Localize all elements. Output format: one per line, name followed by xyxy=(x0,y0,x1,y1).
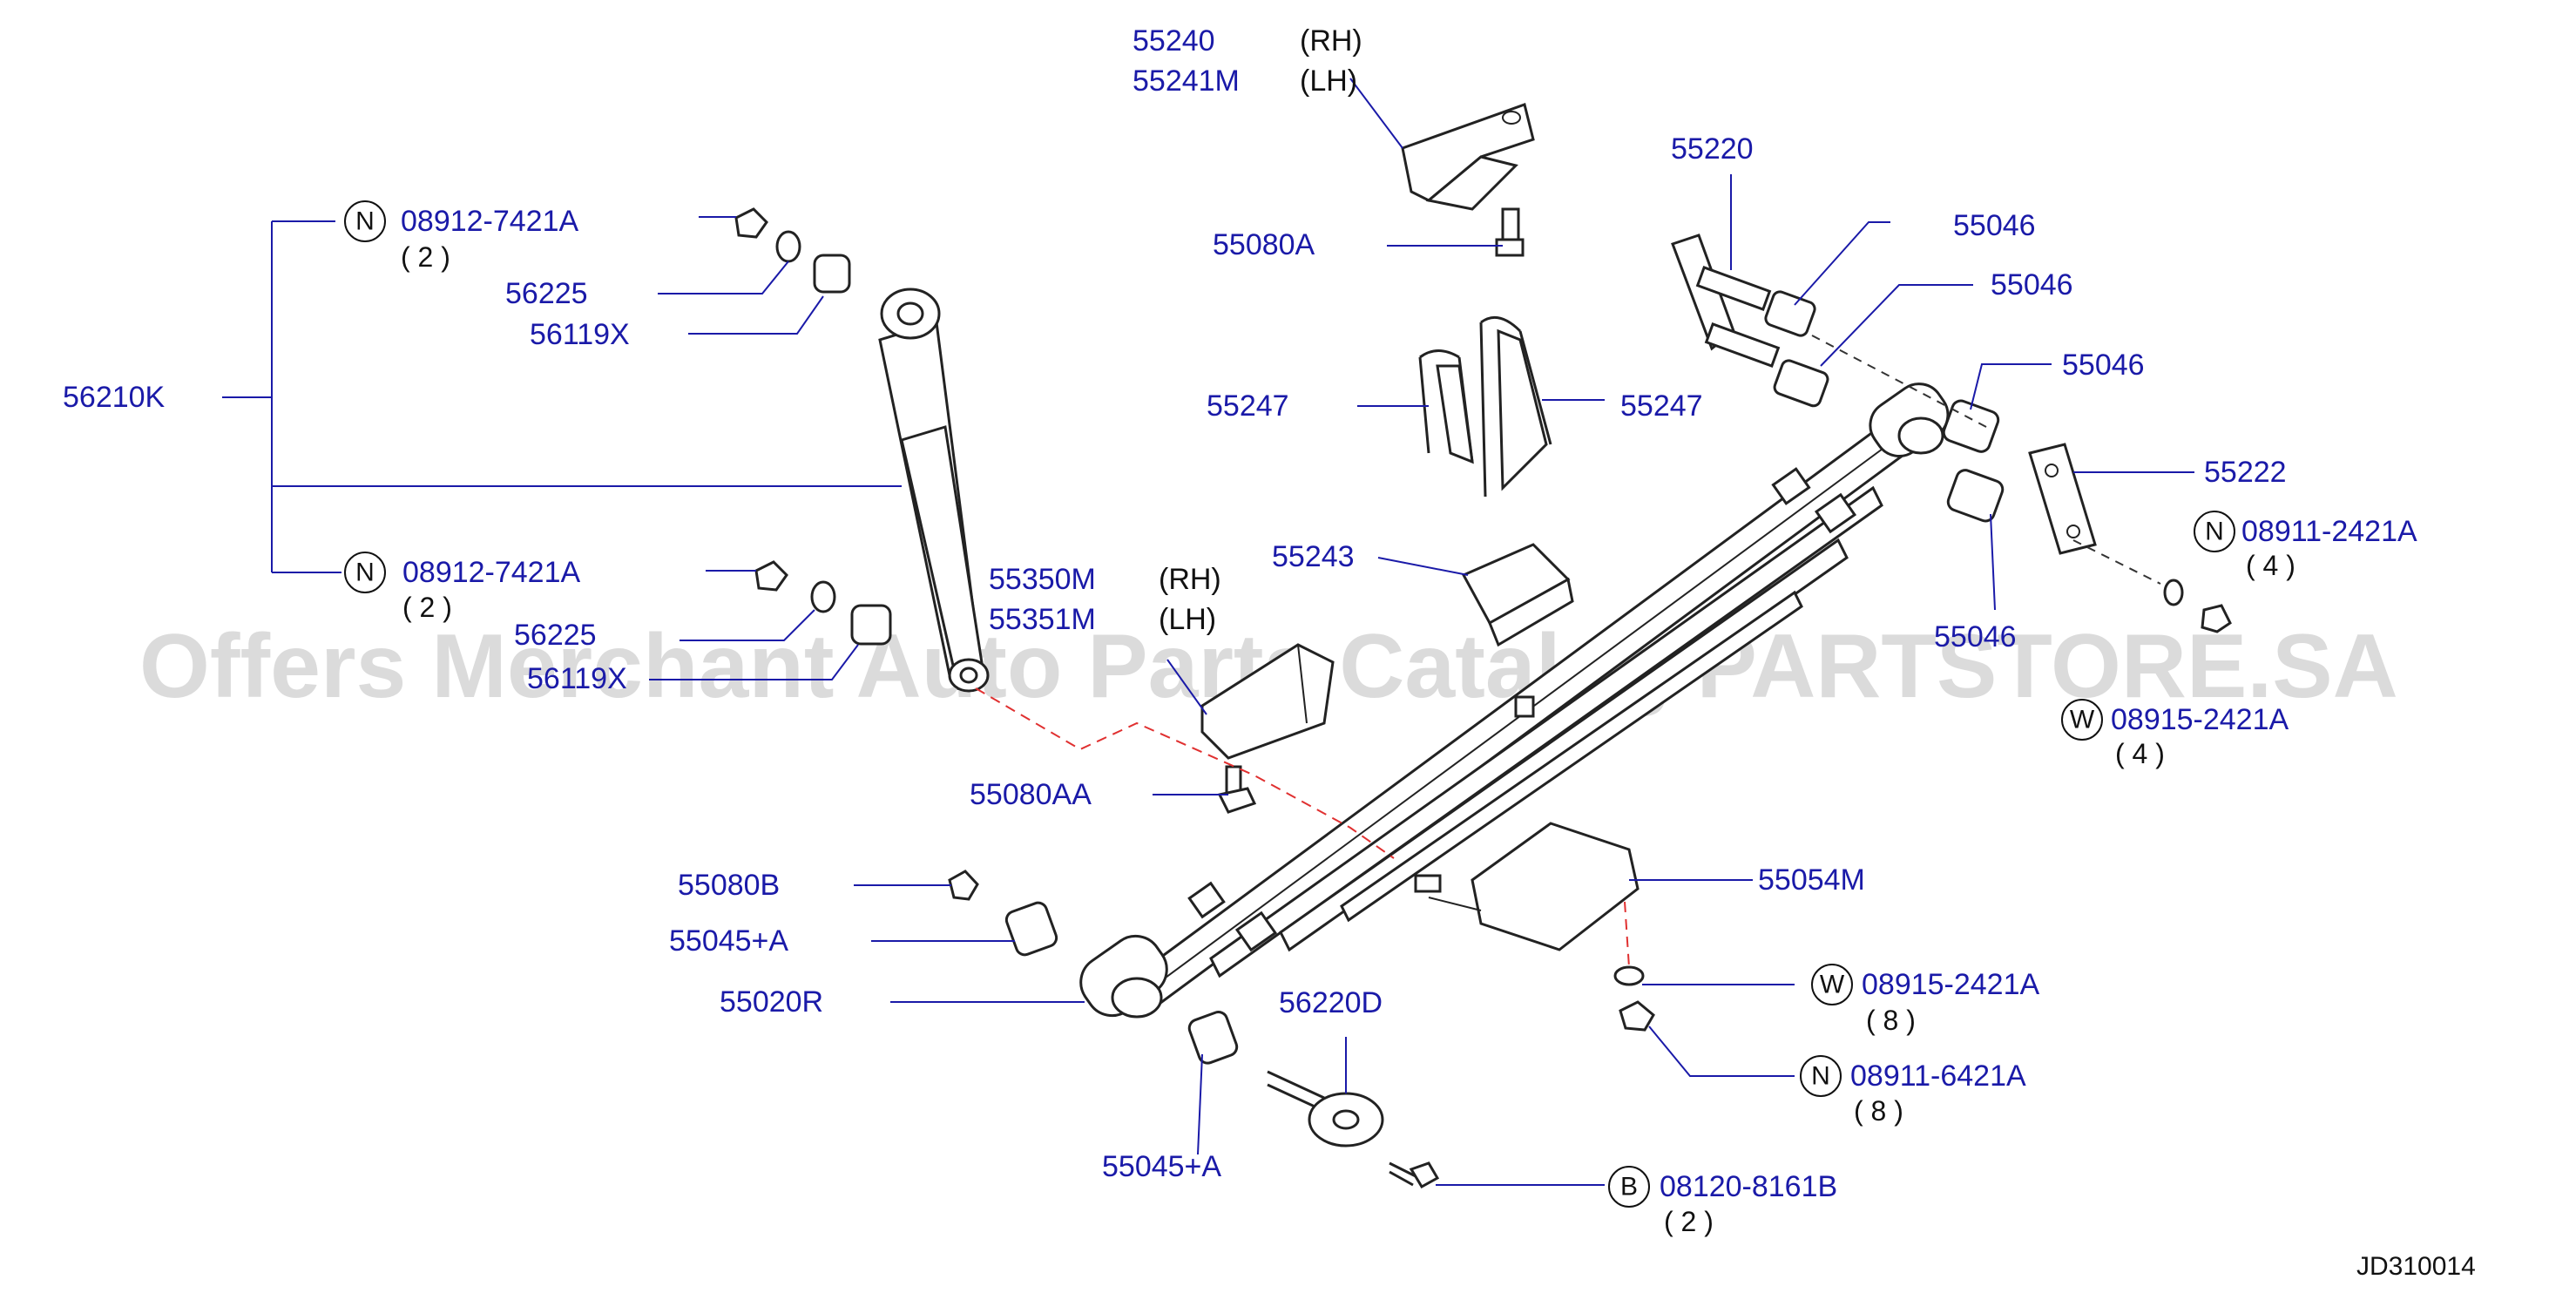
label-55046-4[interactable]: 55046 xyxy=(1934,620,2017,653)
shackle-55220[interactable] xyxy=(1671,234,1781,368)
nut-08912-bottom[interactable] xyxy=(754,560,788,592)
label-55240[interactable]: 55240 xyxy=(1132,24,1215,58)
u-bolt-55247-left[interactable] xyxy=(1418,349,1474,464)
label-56210k[interactable]: 56210K xyxy=(63,381,166,414)
label-55020r[interactable]: 55020R xyxy=(720,985,823,1019)
label-55080a[interactable]: 55080A xyxy=(1213,228,1315,261)
bushing-55045a-2[interactable] xyxy=(1187,1010,1239,1066)
label-55222[interactable]: 55222 xyxy=(2204,456,2287,489)
bracket-55350m[interactable] xyxy=(1200,643,1335,760)
bushing-55046-2[interactable] xyxy=(1773,359,1829,408)
qty-4b: ( 4 ) xyxy=(2115,738,2165,769)
circle-letter-n-shock-top: N xyxy=(344,200,386,242)
label-55080aa[interactable]: 55080AA xyxy=(970,778,1092,811)
svg-text:W: W xyxy=(1820,971,1845,999)
label-55045a-1[interactable]: 55045+A xyxy=(669,924,788,958)
label-08915-2421a-top[interactable]: 08915-2421A xyxy=(2111,703,2289,736)
label-55054m[interactable]: 55054M xyxy=(1758,863,1865,897)
bushing-56119x-top[interactable] xyxy=(813,254,851,294)
bushing-55046-3[interactable] xyxy=(1941,398,2000,454)
u-bolt-55247-right[interactable] xyxy=(1479,315,1552,498)
circle-letter-b-bottom: B xyxy=(1608,1166,1650,1208)
label-55247-a[interactable]: 55247 xyxy=(1207,389,1289,423)
circle-letter-n-shock-bot: N xyxy=(344,552,386,593)
label-55247-b[interactable]: 55247 xyxy=(1620,389,1703,423)
washer-08915-top[interactable] xyxy=(2163,579,2184,606)
label-08911-6421a[interactable]: 08911-6421A xyxy=(1850,1059,2026,1093)
qty-2a: ( 2 ) xyxy=(401,241,450,273)
label-55045a-2[interactable]: 55045+A xyxy=(1102,1150,1221,1183)
label-56225-b[interactable]: 56225 xyxy=(514,619,597,652)
label-55080b[interactable]: 55080B xyxy=(678,869,780,902)
leader-lines xyxy=(222,78,2194,1186)
label-55046-2[interactable]: 55046 xyxy=(1991,268,2073,301)
nut-08911-top[interactable] xyxy=(2201,604,2232,633)
diagram-code: JD310014 xyxy=(2356,1252,2476,1281)
qty-8a: ( 8 ) xyxy=(1866,1005,1916,1036)
label-08911-2421a[interactable]: 08911-2421A xyxy=(2241,515,2417,548)
label-08912-7421a-b[interactable]: 08912-7421A xyxy=(402,556,581,589)
qty-4a: ( 4 ) xyxy=(2246,550,2295,581)
label-08915-2421a-bottom[interactable]: 08915-2421A xyxy=(1862,968,2040,1001)
label-56119x-a[interactable]: 56119X xyxy=(530,318,630,351)
label-56220d[interactable]: 56220D xyxy=(1279,986,1383,1019)
svg-text:N: N xyxy=(1811,1062,1830,1091)
bolt-08120[interactable] xyxy=(1389,1161,1440,1189)
qty-2c: ( 2 ) xyxy=(1664,1206,1714,1237)
circle-letter-n-top-right: N xyxy=(2194,511,2235,552)
circle-letter-w-top-right: W xyxy=(2061,699,2103,741)
washer-08915-bottom[interactable] xyxy=(1613,965,1645,986)
svg-text:N: N xyxy=(355,207,375,236)
label-08120-8161b[interactable]: 08120-8161B xyxy=(1660,1170,1837,1203)
bushing-55045a-1[interactable] xyxy=(1004,900,1059,957)
label-56225-a[interactable]: 56225 xyxy=(505,277,588,310)
qty-2b: ( 2 ) xyxy=(402,592,452,623)
nut-08912-top[interactable] xyxy=(734,207,768,239)
label-55351m[interactable]: 55351M xyxy=(989,603,1096,636)
svg-text:N: N xyxy=(355,558,375,587)
shock-absorber-56210k[interactable] xyxy=(878,288,990,693)
label-08912-7421a-a[interactable]: 08912-7421A xyxy=(401,205,579,238)
nut-08911-6421a[interactable] xyxy=(1619,1000,1655,1032)
svg-text:B: B xyxy=(1620,1173,1638,1202)
spring-seat-55240[interactable] xyxy=(1401,103,1535,257)
leaf-spring-55020r[interactable] xyxy=(1071,375,1957,1026)
label-rh-2: (RH) xyxy=(1159,563,1221,596)
circle-letter-n-bottom: N xyxy=(1800,1055,1842,1097)
label-55046-1[interactable]: 55046 xyxy=(1953,209,2036,242)
bushing-55046-1[interactable] xyxy=(1764,290,1817,338)
label-55241m[interactable]: 55241M xyxy=(1132,64,1240,98)
label-lh-1: (LH) xyxy=(1300,64,1357,98)
svg-text:N: N xyxy=(2205,518,2224,546)
bracket-56220d[interactable] xyxy=(1267,1070,1384,1147)
bushing-55046-4[interactable] xyxy=(1945,468,2005,524)
washer-56225-bottom[interactable] xyxy=(810,580,836,613)
qty-8b: ( 8 ) xyxy=(1854,1095,1903,1127)
label-55243[interactable]: 55243 xyxy=(1272,540,1355,573)
nut-55080b[interactable] xyxy=(948,870,979,901)
bushing-56119x-bottom[interactable] xyxy=(850,604,892,646)
label-56119x-b[interactable]: 56119X xyxy=(527,662,627,695)
label-55350m[interactable]: 55350M xyxy=(989,563,1096,596)
label-55046-3[interactable]: 55046 xyxy=(2062,349,2145,382)
label-lh-2: (LH) xyxy=(1159,603,1216,636)
assembly-dash-rear xyxy=(1811,335,2161,585)
assembly-dash-left xyxy=(975,687,1395,859)
label-rh-1: (RH) xyxy=(1300,24,1362,58)
assembly-dash-bottom xyxy=(1624,901,1630,968)
circle-letter-w-bottom: W xyxy=(1811,964,1853,1005)
spring-seat-55054m[interactable] xyxy=(1414,822,1640,951)
svg-text:W: W xyxy=(2070,706,2095,735)
washer-56225-top[interactable] xyxy=(775,230,801,263)
label-55220[interactable]: 55220 xyxy=(1671,132,1754,166)
shackle-plate-55222[interactable] xyxy=(2028,443,2097,555)
bracket-55243[interactable] xyxy=(1461,543,1574,647)
